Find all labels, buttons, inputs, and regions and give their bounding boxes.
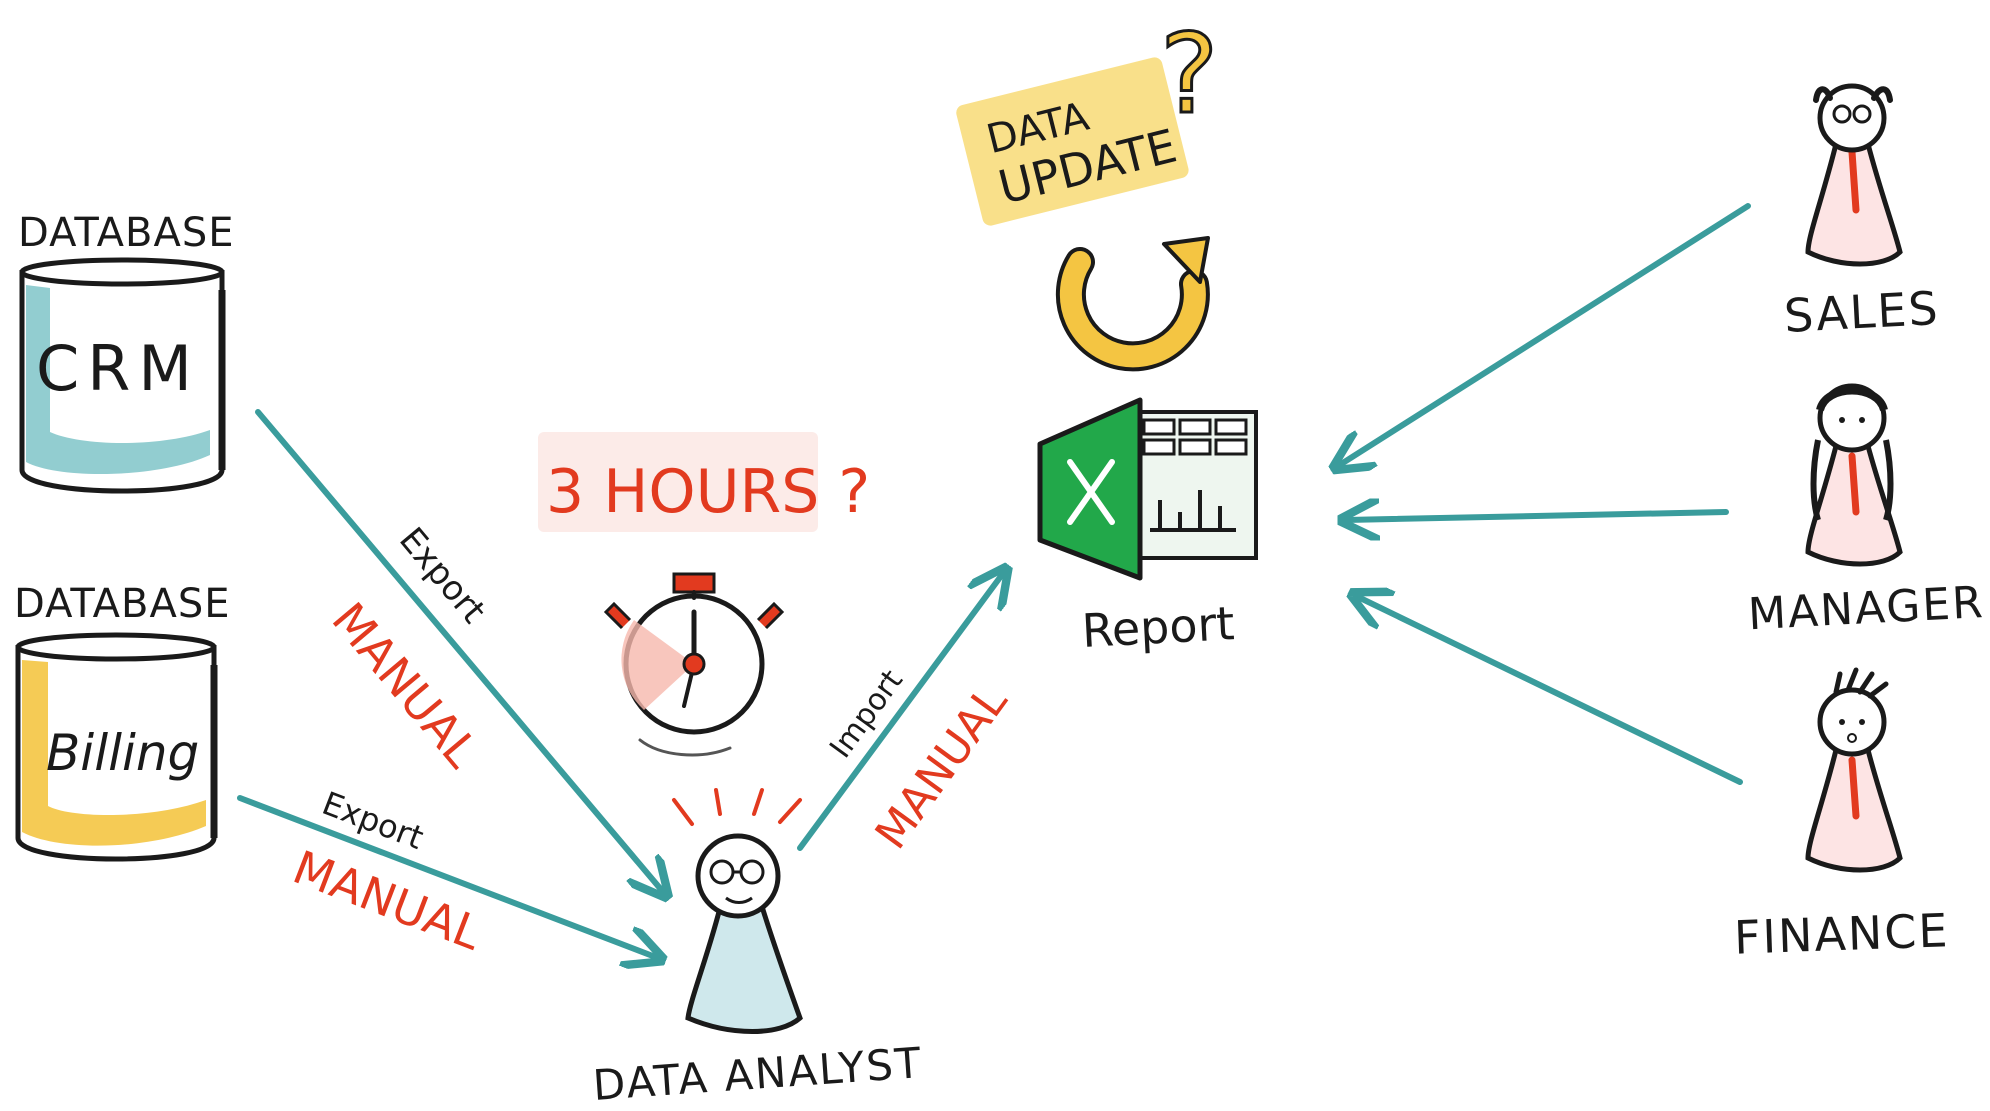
manager-to-report-arrow <box>1346 512 1729 520</box>
spreadsheet-icon <box>1037 397 1258 581</box>
time-question: 3 HOURS ? <box>546 457 870 527</box>
billing-database-name: Billing <box>46 724 199 782</box>
refresh-icon <box>1055 236 1210 372</box>
person-icon <box>1805 667 1903 873</box>
billing-manual-label: MANUAL <box>286 840 489 961</box>
time-note-background <box>538 432 818 532</box>
database-icon <box>19 257 226 494</box>
report-label: Report <box>1081 596 1236 658</box>
sales-to-report-arrow <box>1338 203 1751 466</box>
data-analyst-label: DATA ANALYST <box>591 1038 924 1110</box>
manager-person: MANAGER <box>1747 383 1986 640</box>
person-icon <box>1805 383 1903 567</box>
finance-person: FINANCE <box>1733 667 1950 965</box>
alert-marks-icon <box>672 788 802 826</box>
crm-to-analyst-arrow <box>255 409 664 893</box>
sales-person: SALES <box>1783 83 1941 343</box>
person-icon <box>1805 83 1903 267</box>
data-update-note: DATA UPDATE <box>956 57 1189 226</box>
manager-label: MANAGER <box>1747 577 1986 640</box>
billing-database-heading: DATABASE <box>14 581 231 627</box>
database-icon <box>15 632 218 862</box>
billing-to-analyst-arrow <box>237 795 658 958</box>
sticky-note-background <box>956 57 1189 226</box>
finance-label: FINANCE <box>1733 903 1950 964</box>
crm-export-label: Export <box>391 520 493 631</box>
finance-to-report-arrow <box>1356 596 1743 785</box>
crm-database-heading: DATABASE <box>18 210 235 256</box>
stopwatch-icon <box>603 572 785 757</box>
crm-database-name: CRM <box>36 332 200 405</box>
crm-database: DATABASE CRM <box>18 210 235 494</box>
analyst-to-report-arrow <box>797 572 1004 851</box>
sales-label: SALES <box>1783 281 1941 343</box>
person-icon <box>685 833 803 1034</box>
question-mark: ? <box>1160 10 1218 138</box>
billing-database: DATABASE Billing <box>14 581 231 862</box>
data-analyst-figure <box>672 788 803 1034</box>
